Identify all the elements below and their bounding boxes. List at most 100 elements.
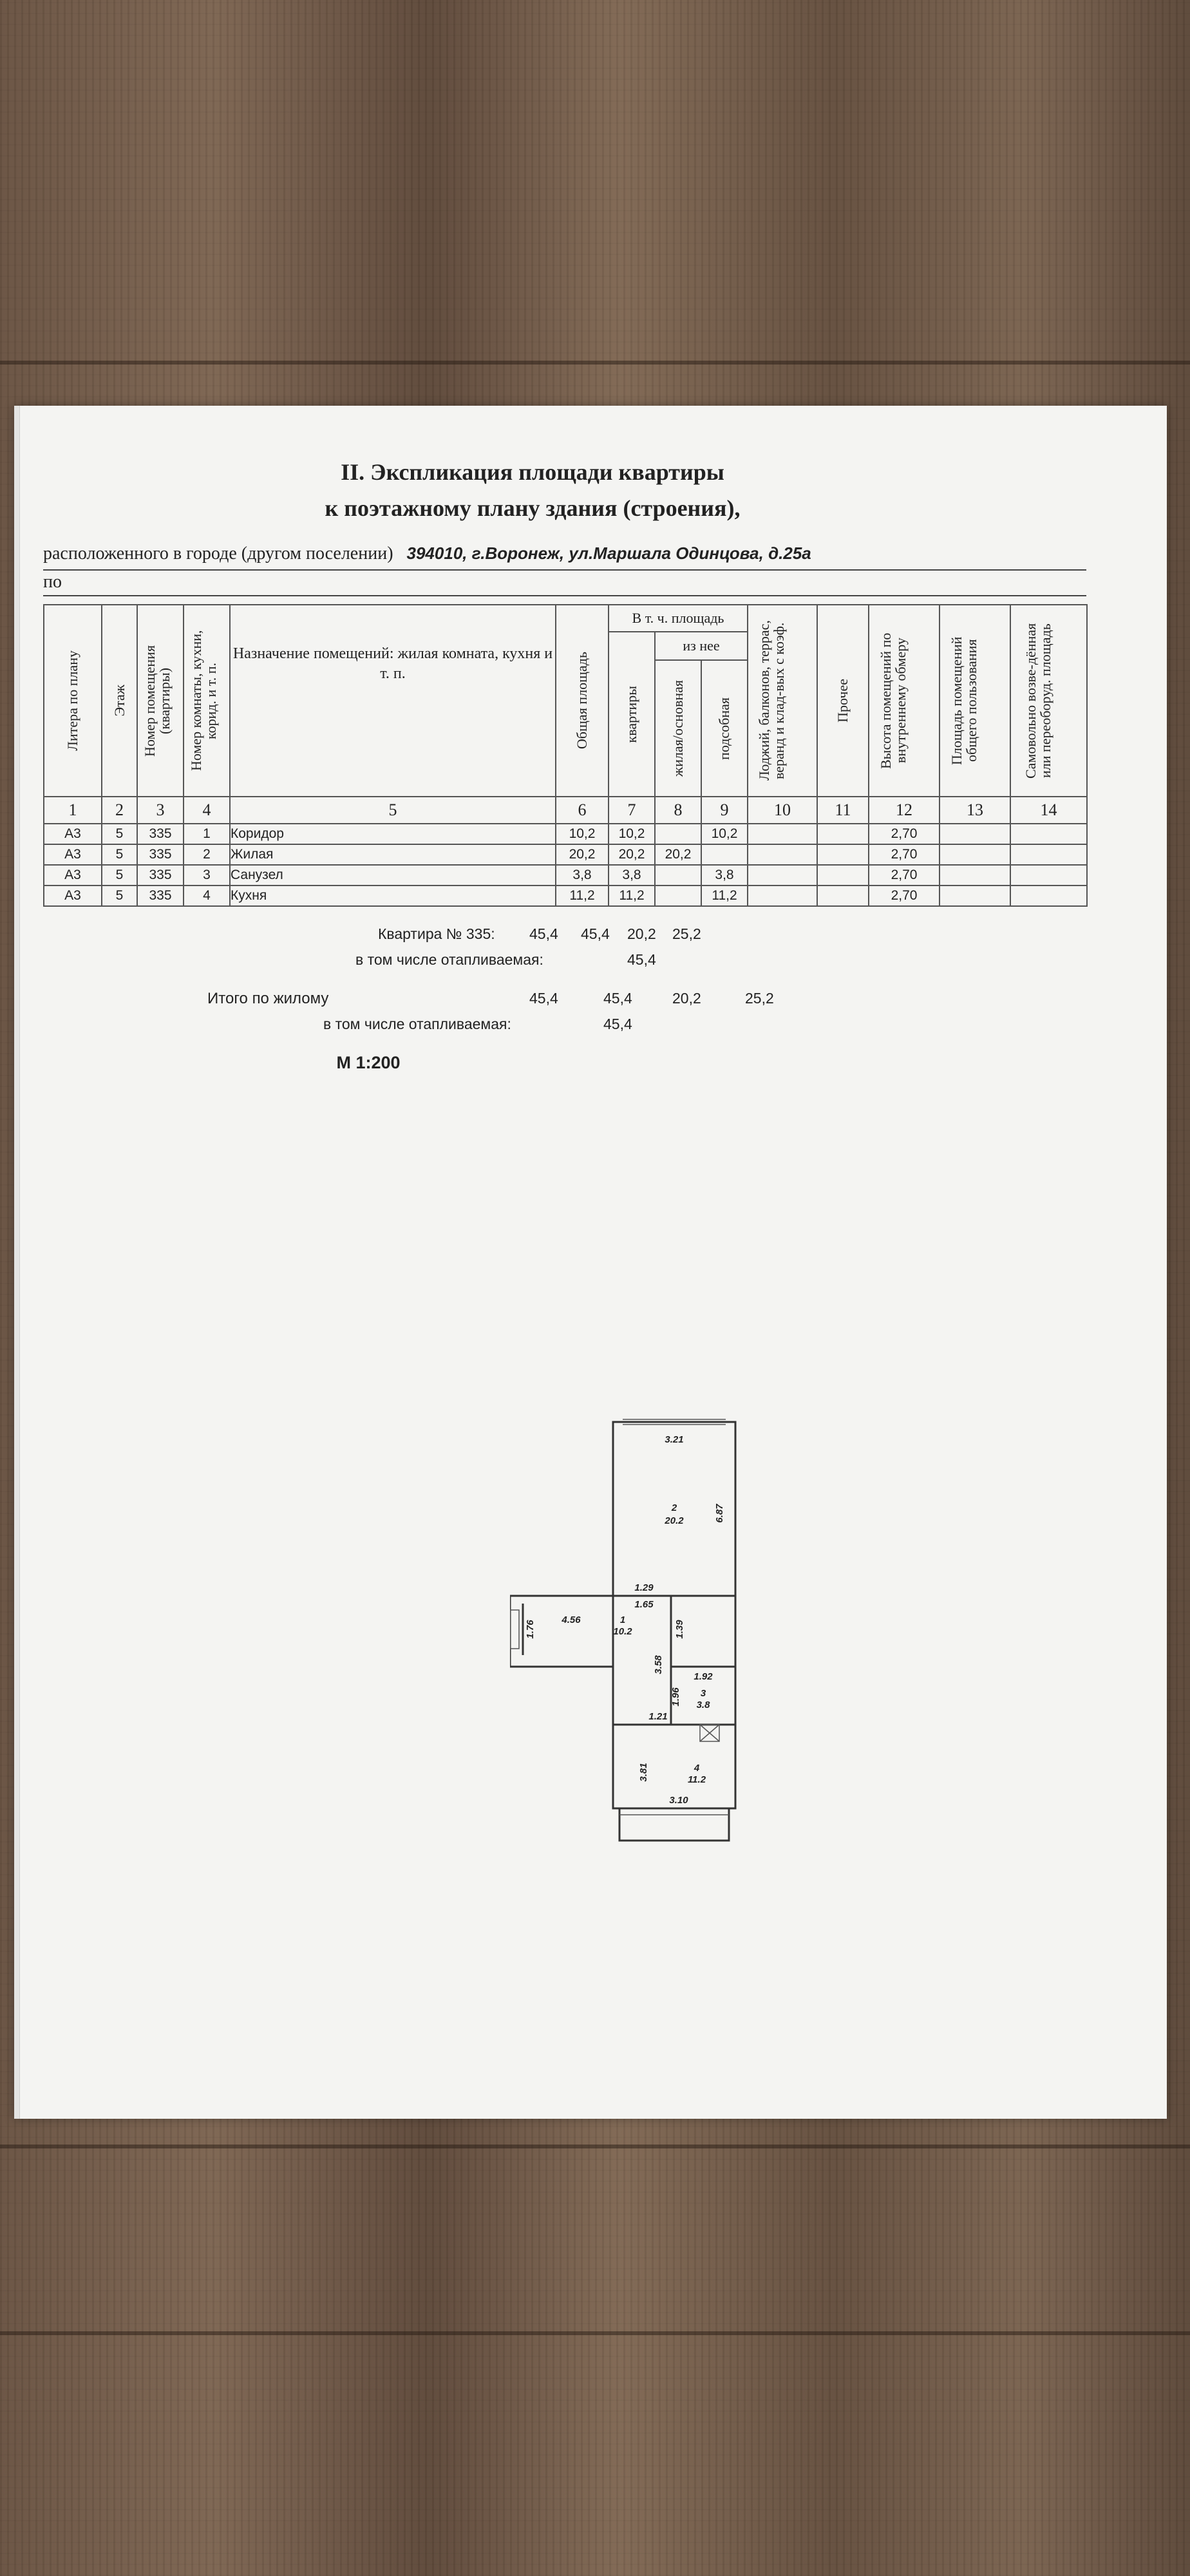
table-cell-other [817,885,869,907]
table-cell-living [654,885,702,907]
living-total-value: 20,2 [672,990,701,1007]
table-cell-living: 20,2 [654,844,702,866]
plan-room-area: 11.2 [688,1774,706,1785]
sheet-edge [14,406,20,2119]
table-cell-common [939,823,1011,845]
column-number: 12 [868,796,940,824]
plan-room-number: 4 [694,1763,700,1774]
header-other: Прочее [817,604,869,797]
table-cell-aux: 3,8 [701,864,748,886]
table-cell-height: 2,70 [868,823,940,845]
table-cell-apt: 335 [137,885,184,907]
table-cell-purpose: Кухня [229,885,556,907]
wood-seam [0,2145,1190,2148]
document-sheet: II. Экспликация площади квартиры к поэта… [14,406,1167,2119]
table-cell-apt-area: 20,2 [608,844,656,866]
table-cell-unauth [1010,844,1088,866]
table-cell-aux: 11,2 [701,885,748,907]
plan-dimension: 1.21 [648,1711,667,1722]
plan-room-stack-outline [612,1421,737,1726]
column-number: 11 [817,796,869,824]
table-cell-loggia [747,823,818,845]
plan-niche [510,1609,520,1649]
table-cell-apt: 335 [137,844,184,866]
table-cell-loggia [747,864,818,886]
table-cell-purpose: Санузел [229,864,556,886]
plan-corridor-wing [510,1595,614,1668]
plan-balcony [618,1807,730,1842]
table-cell-total: 11,2 [555,885,609,907]
table-cell-unauth [1010,885,1088,907]
document-subtitle: к поэтажному плану здания (строения), [325,495,741,521]
column-numbers-row: 1 2 3 4 5 6 7 8 9 10 11 12 13 14 [43,796,1088,824]
apartment-total-value: 45,4 [581,925,610,942]
plan-stove [699,1724,720,1742]
header-unauthorized-area: Самовольно возве-дённая или переоборуд. … [1010,604,1088,797]
table-cell-common [939,864,1011,886]
column-number: 6 [555,796,609,824]
plan-room-area: 10.2 [613,1626,632,1637]
table-cell-living [654,864,702,886]
table-cell-litera: А3 [43,844,102,866]
table-cell-common [939,844,1011,866]
location-label: расположенного в городе (другом поселени… [43,544,393,564]
plan-dimension: 1.39 [674,1620,685,1639]
table-cell-apt-area: 3,8 [608,864,656,886]
table-cell-room: 3 [183,864,231,886]
table-cell-unauth [1010,864,1088,886]
column-number: 14 [1010,796,1088,824]
apartment-total-value: 45,4 [529,925,558,942]
table-cell-loggia [747,844,818,866]
header-height: Высота помещений по внутреннему обмеру [868,604,940,797]
table-cell-aux: 10,2 [701,823,748,845]
column-number: 2 [101,796,138,824]
po-line: по [43,572,1086,596]
location-line: расположенного в городе (другом поселени… [43,544,1086,571]
table-cell-other [817,823,869,845]
apartment-total-label: Квартира № 335: [378,925,495,942]
table-cell-room: 1 [183,823,231,845]
header-auxiliary-area: подсобная [701,659,748,797]
table-cell-height: 2,70 [868,864,940,886]
table-cell-height: 2,70 [868,844,940,866]
table-cell-other [817,844,869,866]
plan-dimension: 4.56 [561,1615,581,1625]
plan-room-number: 3 [701,1688,706,1699]
column-number: 3 [137,796,184,824]
plan-room-number: 2 [671,1502,677,1513]
table-cell-other [817,864,869,886]
header-living-area: жилая/основная [654,659,702,797]
table-cell-apt-area: 10,2 [608,823,656,845]
apartment-heated-label: в том числе отапливаемая: [355,951,543,968]
plan-dimension: 1.92 [694,1671,713,1682]
header-purpose: Назначение помещений: жилая комната, кух… [229,604,556,797]
header-including-area: В т. ч. площадь [608,604,748,632]
apartment-total-value: 20,2 [627,925,656,942]
plan-dimension: 1.76 [525,1620,536,1639]
table-cell-litera: А3 [43,864,102,886]
header-loggias: Лоджий, балконов, террас, веранд и клад-… [747,604,818,797]
plan-room-number: 1 [620,1615,625,1625]
wood-seam [0,361,1190,365]
table-cell-purpose: Коридор [229,823,556,845]
table-cell-floor: 5 [101,844,138,866]
po-label: по [43,572,62,592]
plan-dimension: 3.21 [665,1434,683,1445]
living-heated-value: 45,4 [603,1016,632,1032]
table-cell-total: 10,2 [555,823,609,845]
living-total-value: 45,4 [603,990,632,1007]
table-cell-purpose: Жилая [229,844,556,866]
plan-dimension: 3.58 [653,1655,664,1674]
plan-room-area: 20.2 [664,1515,684,1526]
explication-table: Литера по плану Этаж Номер помещения (кв… [43,604,1088,907]
document-title: II. Экспликация площади квартиры [341,459,724,485]
plan-dimension: 1.29 [634,1582,654,1593]
wood-seam [0,2331,1190,2335]
table-cell-floor: 5 [101,823,138,845]
scale-label: М 1:200 [336,1053,401,1072]
table-cell-total: 20,2 [555,844,609,866]
table-cell-room: 4 [183,885,231,907]
